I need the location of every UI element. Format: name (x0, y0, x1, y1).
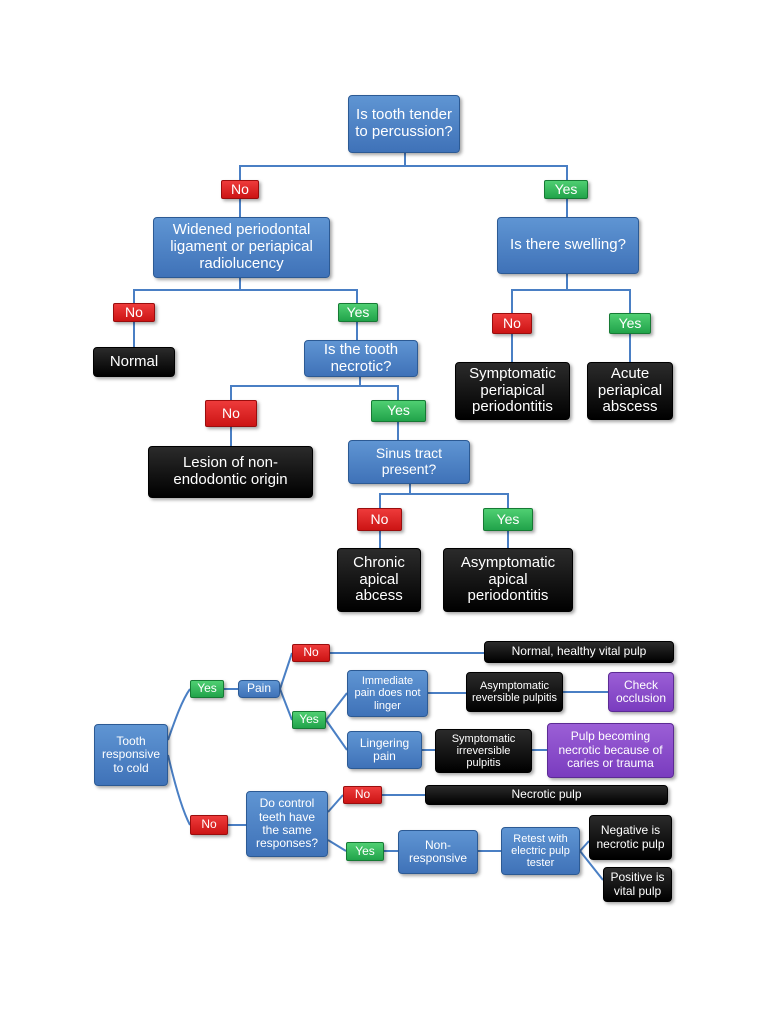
connector (579, 850, 604, 881)
connector (325, 719, 348, 751)
sinus-tract-question: Sinus tract present? (348, 440, 470, 484)
retest-electric-node: Retest with electric pulp tester (501, 827, 580, 875)
yes-label: Yes (483, 508, 533, 531)
check-occlusion-action: Check occlusion (608, 672, 674, 712)
connector (410, 493, 509, 508)
connector (405, 165, 568, 180)
pulp-becoming-necrotic-action: Pulp becoming necrotic because of caries… (547, 723, 674, 778)
pain-node: Pain (238, 680, 280, 698)
normal-outcome: Normal (93, 347, 175, 377)
negative-necrotic-outcome: Negative is necrotic pulp (589, 815, 672, 860)
control-teeth-question: Do control teeth have the same responses… (246, 791, 328, 857)
yes-label: Yes (544, 180, 588, 199)
symptomatic-irreversible-outcome: Symptomatic irreversible pulpitis (435, 729, 532, 773)
connector (240, 289, 358, 303)
necrotic-question: Is the tooth necrotic? (304, 340, 418, 377)
immediate-pain-node: Immediate pain does not linger (347, 670, 428, 717)
bottom-tree-connectors (167, 652, 608, 881)
non-responsive-node: Non-responsive (398, 830, 478, 874)
necrotic-pulp-outcome: Necrotic pulp (425, 785, 668, 805)
normal-pulp-outcome: Normal, healthy vital pulp (484, 641, 674, 663)
widened-ligament-question: Widened periodontal ligament or periapic… (153, 217, 330, 278)
connector (327, 794, 344, 813)
cold-responsive-node: Tooth responsive to cold (94, 724, 168, 786)
no-label: No (292, 644, 330, 662)
connector (167, 688, 191, 741)
connector (279, 652, 293, 690)
symptomatic-periodontitis-outcome: Symptomatic periapical periodontitis (455, 362, 570, 420)
connector (239, 152, 406, 180)
connector (167, 754, 191, 826)
top-tree-connectors (133, 152, 631, 548)
yes-label: Yes (609, 313, 651, 334)
connector (360, 385, 399, 400)
connector (327, 839, 347, 852)
no-label: No (221, 180, 259, 199)
asymptomatic-reversible-outcome: Asymptomatic reversible pulpitis (466, 672, 563, 712)
lingering-pain-node: Lingering pain (347, 731, 422, 769)
yes-label: Yes (292, 711, 326, 729)
no-label: No (190, 815, 228, 835)
connector (379, 484, 411, 508)
percussion-question: Is tooth tender to percussion? (348, 95, 460, 153)
connector (579, 840, 590, 852)
positive-vital-outcome: Positive is vital pulp (603, 867, 672, 902)
connector (230, 376, 361, 400)
connector (511, 274, 568, 313)
yes-label: Yes (346, 842, 384, 861)
asymptomatic-periodontitis-outcome: Asymptomatic apical periodontitis (443, 548, 573, 612)
connector (279, 688, 293, 721)
chronic-abscess-outcome: Chronic apical abcess (337, 548, 421, 612)
no-label: No (343, 786, 382, 804)
connector (567, 289, 631, 313)
no-label: No (357, 508, 402, 531)
no-label: No (492, 313, 532, 334)
no-label: No (205, 400, 257, 427)
connector (133, 278, 241, 303)
swelling-question: Is there swelling? (497, 217, 639, 274)
yes-label: Yes (371, 400, 426, 422)
yes-label: Yes (338, 303, 378, 322)
connector (325, 692, 348, 721)
non-endodontic-lesion-outcome: Lesion of non-endodontic origin (148, 446, 313, 498)
acute-abscess-outcome: Acute periapical abscess (587, 362, 673, 420)
yes-label: Yes (190, 680, 224, 698)
no-label: No (113, 303, 155, 322)
